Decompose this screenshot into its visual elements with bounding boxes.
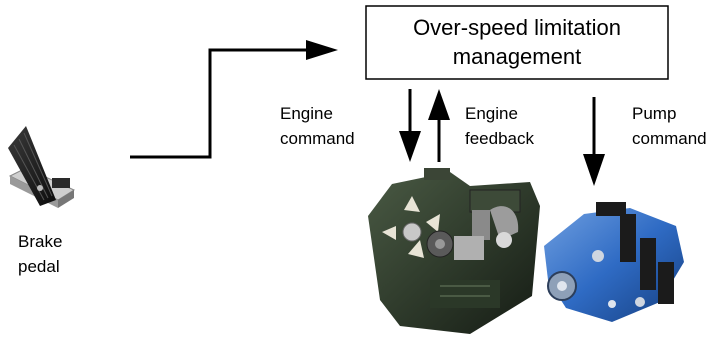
management-box-title: Over-speed limitation management [366,13,668,71]
management-box-title-line-2: management [366,42,668,71]
engine-feedback-label-line-1: Engine [465,101,534,126]
engine-feedback-label: Engine feedback [465,101,534,151]
engine-command-label-line-1: Engine [280,101,355,126]
pedal-to-management-arrowhead [306,40,338,60]
pump-command-label-line-2: command [632,126,707,151]
brake-pedal-label-line-1: Brake [18,229,62,254]
engine-command-label: Engine command [280,101,355,151]
engine-feedback-arrowhead [428,89,450,120]
management-box-title-line-1: Over-speed limitation [366,13,668,42]
engine-feedback-label-line-2: feedback [465,126,534,151]
brake-pedal-illustration [8,126,74,208]
pump-command-label-line-1: Pump [632,101,707,126]
hydraulic-pump-illustration [544,202,684,322]
engine-illustration [368,168,540,334]
pump-command-arrowhead [583,154,605,186]
brake-pedal-label-line-2: pedal [18,254,62,279]
brake-pedal-label: Brake pedal [18,229,62,279]
pump-command-label: Pump command [632,101,707,151]
engine-command-arrowhead [399,131,421,162]
engine-command-label-line-2: command [280,126,355,151]
